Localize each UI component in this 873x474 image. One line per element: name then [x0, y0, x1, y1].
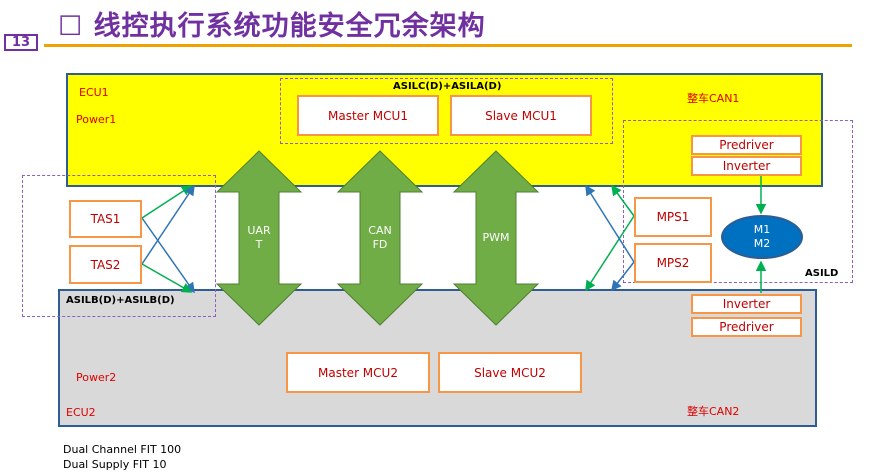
slave-mcu2: Slave MCU2	[438, 352, 582, 393]
power1-label: Power1	[76, 113, 117, 126]
tas2-to-ecu2-signal	[141, 263, 193, 293]
title-bullet-icon: ☐	[58, 11, 84, 42]
mps1-to-ecu2-signal	[585, 215, 635, 292]
predriver-bottom: Predriver	[691, 317, 802, 337]
note-dual-supply: Dual Supply FIT 10	[63, 458, 167, 471]
master-mcu1: Master MCU1	[297, 95, 439, 136]
master-mcu2: Master MCU2	[286, 352, 430, 393]
page-title-text: 线控执行系统功能安全冗余架构	[93, 11, 486, 42]
page-title: ☐ 线控执行系统功能安全冗余架构	[58, 4, 486, 43]
asil-c-group-boundary	[280, 78, 613, 144]
uart-arrow	[215, 150, 303, 326]
mps1-sensor: MPS1	[634, 197, 712, 237]
tas1-sensor: TAS1	[69, 200, 142, 238]
mps2-sensor: MPS2	[634, 243, 712, 283]
inverter-bottom: Inverter	[691, 294, 802, 314]
inverter-top: Inverter	[691, 156, 802, 176]
ecu2-label: ECU2	[66, 406, 96, 419]
ecu1-label: ECU1	[79, 86, 109, 99]
power2-label: Power2	[76, 371, 117, 384]
asil-c-label: ASILC(D)+ASILA(D)	[393, 81, 502, 92]
tas1-to-ecu1-signal	[141, 185, 193, 219]
note-dual-channel: Dual Channel FIT 100	[63, 443, 182, 456]
pwm-label: PWM	[482, 231, 510, 244]
tas-asil-label: ASILB(D)+ASILB(D)	[66, 295, 175, 306]
canfd-arrow	[336, 150, 424, 326]
motor-asil-label: ASILD	[805, 268, 839, 279]
ecu2-block	[58, 289, 817, 427]
page-number: 13	[4, 34, 38, 51]
pwm-arrow	[452, 150, 540, 326]
predriver-top: Predriver	[691, 135, 802, 155]
mps2-to-ecu1-signal	[585, 184, 635, 263]
vehicle-can2-label: 整车CAN2	[687, 405, 740, 418]
tas1-to-ecu2-signal	[141, 217, 195, 294]
mps1-to-ecu1-signal	[611, 184, 635, 217]
title-underline	[44, 44, 852, 47]
tas-group-boundary	[22, 175, 216, 317]
slave-mcu1: Slave MCU1	[450, 95, 592, 136]
tas2-sensor: TAS2	[69, 245, 142, 284]
tas2-to-ecu1-signal	[141, 184, 195, 265]
mps2-to-ecu2-signal	[611, 261, 635, 292]
vehicle-can1-label: 整车CAN1	[687, 92, 740, 105]
